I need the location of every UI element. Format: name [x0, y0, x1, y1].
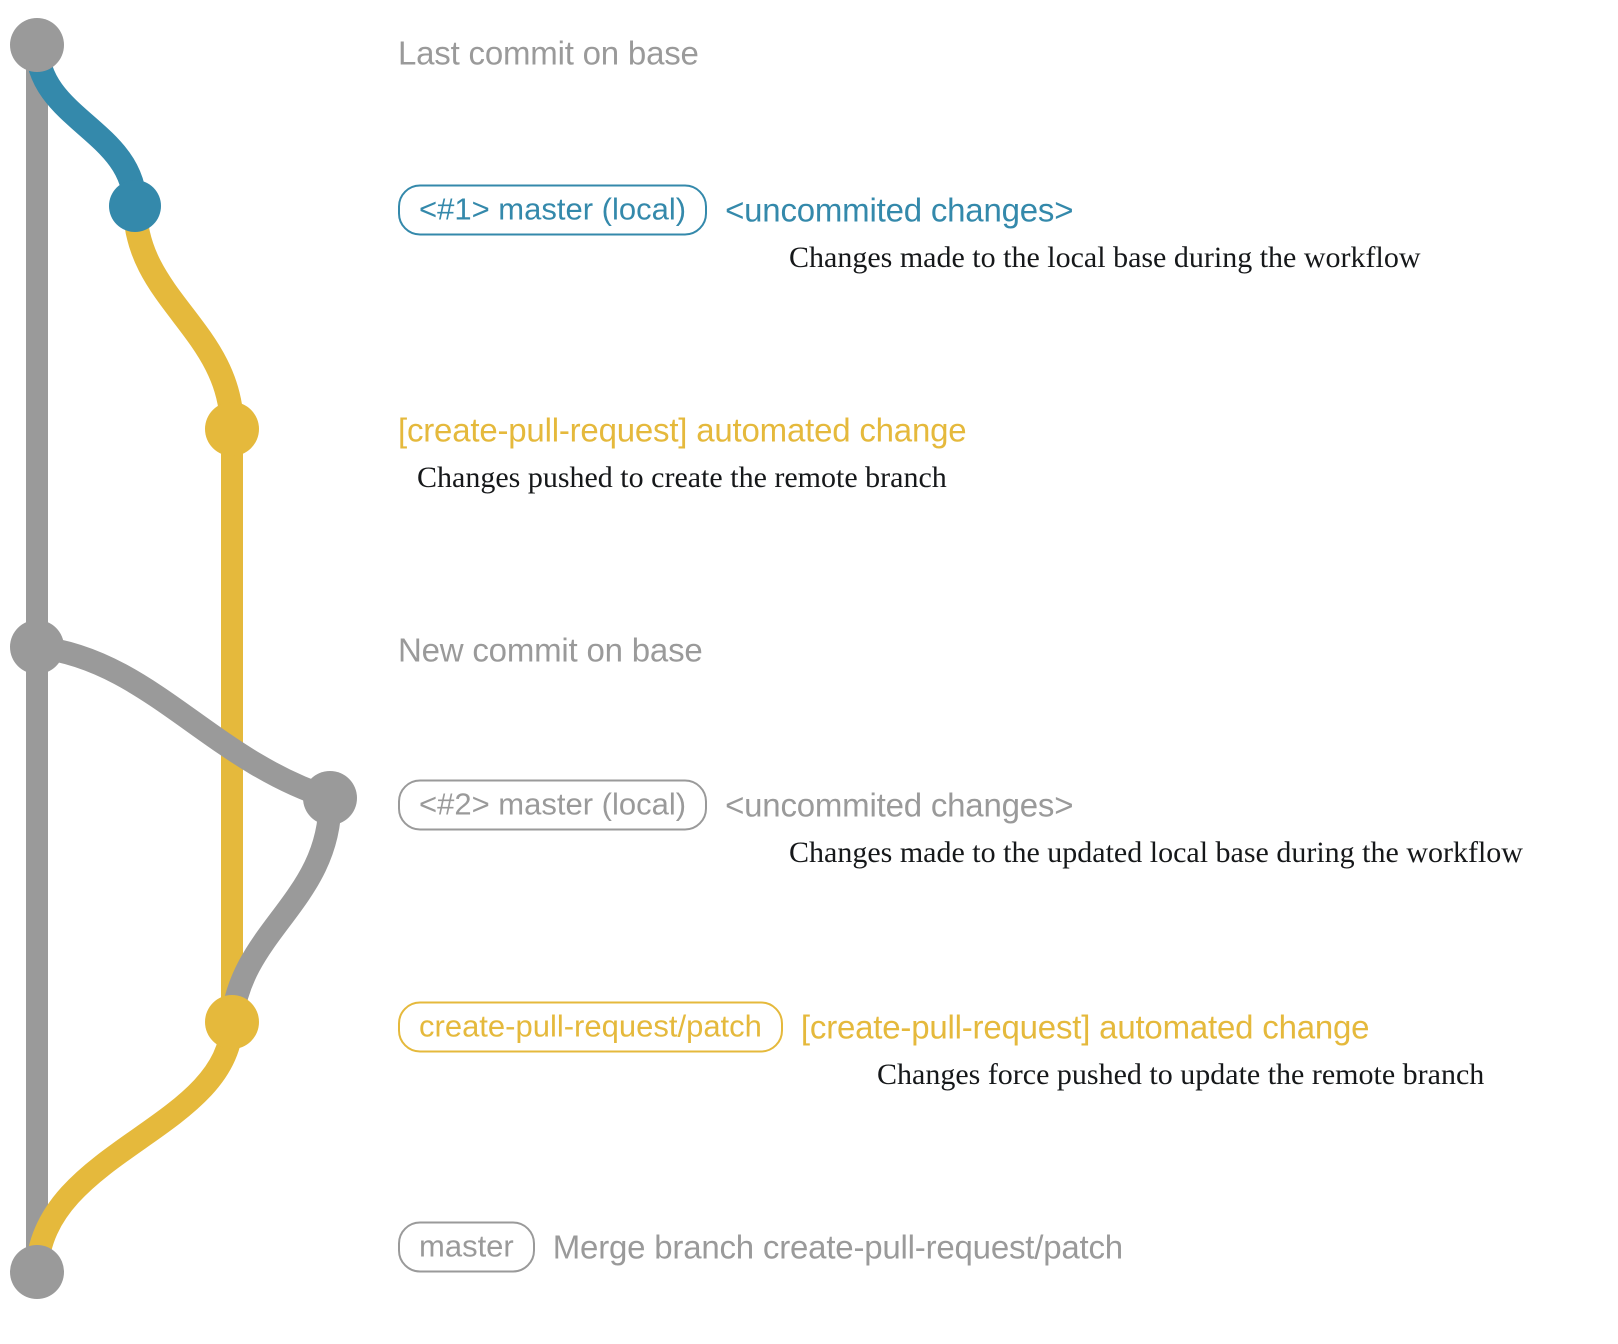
commit-row-new-commit-on-base: New commit on base [398, 634, 703, 667]
ref-badge-create-pull-request-patch[interactable]: create-pull-request/patch [398, 1001, 783, 1053]
commit-row-patch-2: create-pull-request/patch [create-pull-r… [398, 1001, 1370, 1053]
ref-badge-master-local-1[interactable]: <#1> master (local) [398, 184, 708, 236]
commit-row-master-merge: master Merge branch create-pull-request/… [398, 1221, 1123, 1273]
commit-row-patch-1: [create-pull-request] automated change [398, 411, 967, 449]
git-commit-graph [10, 18, 357, 1299]
edge-local-2-to-patch-2 [220, 786, 342, 1034]
ref-badge-master-local-2[interactable]: <#2> master (local) [398, 779, 708, 831]
commit-subject: [create-pull-request] automated change [800, 1008, 1370, 1046]
commit-row-local-2: <#2> master (local) <uncommited changes> [398, 779, 1074, 831]
ref-badge-master[interactable]: master [398, 1221, 535, 1273]
commit-subject: Merge branch create-pull-request/patch [552, 1228, 1123, 1266]
commit-node-local-1[interactable] [109, 180, 161, 232]
commit-node-master-tip[interactable] [10, 1245, 64, 1299]
commit-subject: [create-pull-request] automated change [398, 411, 967, 449]
commit-subject: <uncommited changes> [725, 786, 1074, 824]
commit-row-local-1: <#1> master (local) <uncommited changes> [398, 184, 1074, 236]
commit-node-last-base[interactable] [10, 18, 64, 72]
commit-subject: <uncommited changes> [725, 191, 1074, 229]
commit-node-patch-2[interactable] [205, 995, 259, 1049]
note-local-2: Changes made to the updated local base d… [789, 836, 1523, 869]
note-patch-2: Changes force pushed to update the remot… [877, 1058, 1485, 1091]
commit-subject: Last commit on base [398, 34, 699, 72]
edge-new-base-to-local-2 [25, 635, 342, 810]
edge-local-1-to-patch-1 [123, 194, 244, 441]
note-patch-1: Changes pushed to create the remote bran… [417, 461, 947, 494]
commit-row-last-commit-on-base: Last commit on base [398, 37, 699, 70]
commit-subject: New commit on base [398, 631, 703, 669]
note-local-1: Changes made to the local base during th… [789, 241, 1421, 274]
edge-patch-2-to-master [25, 1010, 244, 1284]
commit-node-local-2[interactable] [303, 771, 357, 825]
commit-node-new-base[interactable] [10, 620, 64, 674]
commit-node-patch-1[interactable] [205, 402, 259, 456]
